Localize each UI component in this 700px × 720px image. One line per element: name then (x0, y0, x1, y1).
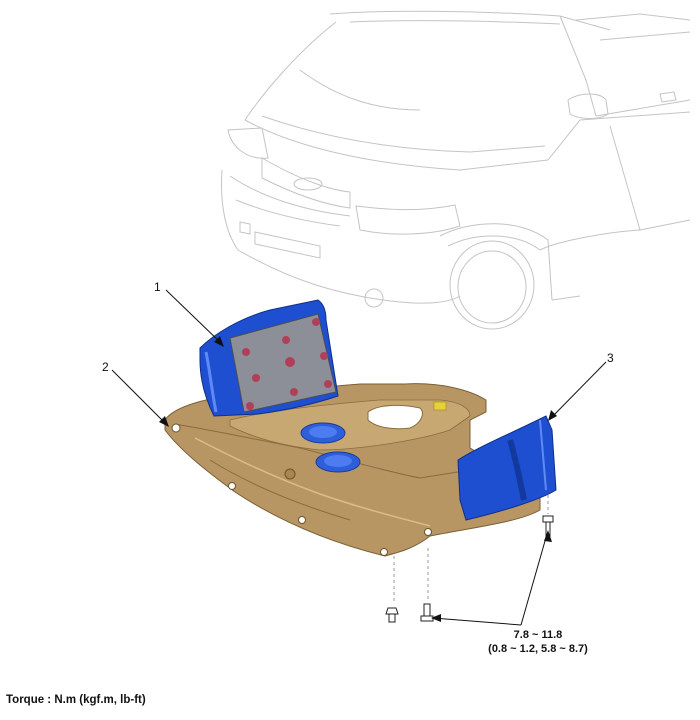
front-splash-guard (199, 299, 339, 417)
torque-value-nm: 7.8 ~ 11.8 (513, 629, 563, 641)
callout-1: 1 (154, 280, 161, 294)
callout-3: 3 (607, 351, 614, 365)
vehicle-outline (221, 10, 691, 330)
leader-arrowheads (159, 336, 557, 622)
torque-spec: 7.8 ~ 11.8 (0.8 ~ 1.2, 5.8 ~ 8.7) (468, 628, 608, 656)
bolt-lower (420, 603, 434, 622)
bolt-clip (385, 607, 399, 623)
mounting-bolts (385, 515, 554, 623)
leader-lines (111, 289, 607, 626)
callout-2: 2 (102, 360, 109, 374)
engine-undercover (164, 383, 541, 557)
torque-value-alt: (0.8 ~ 1.2, 5.8 ~ 8.7) (488, 643, 588, 655)
side-cover (457, 415, 557, 521)
torque-units-note: Torque : N.m (kgf.m, lb-ft) (6, 694, 146, 706)
alignment-lines (393, 495, 549, 604)
